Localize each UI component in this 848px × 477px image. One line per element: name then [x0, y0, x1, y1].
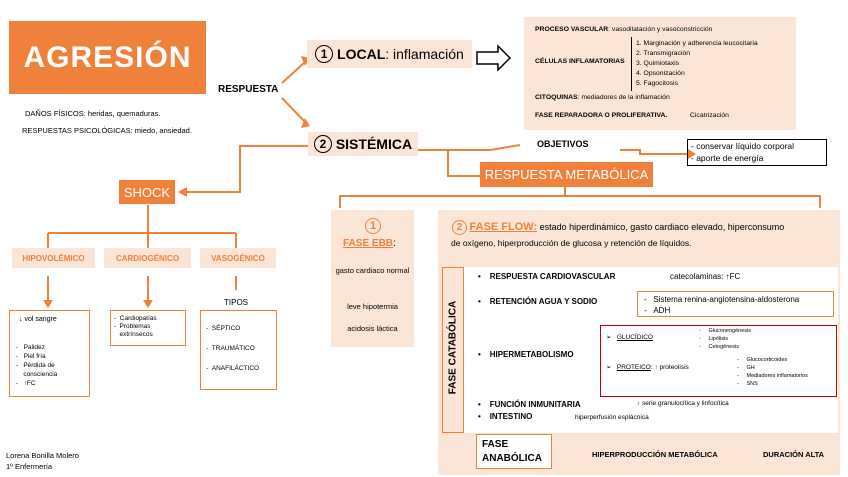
cat-intestino: • INTESTINO — [478, 412, 533, 421]
fase-catabolica-bar — [442, 267, 464, 433]
glucidico-list: - Gluconeogénesis - Lipólisis - Cetogéne… — [699, 327, 751, 351]
anabolica-r1: HIPERPRODUCCIÓN METABÓLICA — [592, 450, 718, 459]
proteico-item: - Mediadores inflamatorios — [737, 373, 808, 379]
cat-funcion-res: ↑ serie granulocítica y linfocítica — [637, 400, 729, 407]
vaso-box: - SÉPTICO - TRAUMÁTICO - ANAFILÁCTICO — [200, 310, 277, 390]
vaso-item: - SÉPTICO — [206, 325, 241, 332]
respuesta-label: RESPUESTA — [218, 84, 279, 95]
cat-hiper: • HIPERMETABOLISMO — [478, 350, 574, 359]
anabolica-title-1: FASE — [482, 439, 509, 450]
respuesta-metabolica-label: RESPUESTA METABÓLICA — [484, 167, 649, 182]
cat-retencion-res: - Sistema renina-angiotensina-aldosteron… — [637, 291, 834, 317]
cat-cardio: • RESPUESTA CARDIOVASCULAR — [478, 272, 616, 281]
ebb-title: FASE EBB: — [343, 238, 396, 249]
ebb-item: leve hipotermia — [347, 302, 398, 311]
hipo-box: ↓ vol sangre - Palidez - Piel fría - Pér… — [9, 310, 90, 397]
celulas-item: 4. Opsonización — [636, 70, 685, 77]
objetivo-item: - conservar líquido corporal — [691, 141, 794, 151]
celulas-item: 3. Quimiotaxis — [636, 60, 680, 67]
cat-cardio-res: catecolaminas: ↑FC — [670, 272, 741, 281]
anabolica-r2: DURACIÓN ALTA — [763, 450, 825, 459]
fase-ebb-box: 1 FASE EBB: gasto cardiaco normal leve h… — [331, 210, 414, 347]
title-box: AGRESIÓN — [9, 21, 206, 94]
sistemica-box: 2 SISTÉMICA — [308, 132, 418, 156]
celulas-label: CÉLULAS INFLAMATORIAS — [535, 58, 625, 65]
course: 1º Enfermería — [6, 462, 53, 471]
local-label: LOCAL — [337, 46, 386, 62]
retencion-item: - ADH — [644, 306, 671, 315]
proteico-item: - SNS — [737, 381, 758, 387]
proteico-item: - GH — [737, 365, 755, 371]
respuesta-metabolica-box: RESPUESTA METABÓLICA — [480, 162, 653, 187]
cardio-box: - Cardiopatías - Problemas extrínsecos — [110, 310, 186, 346]
celulas-list: 1. Marginación y adherencia leucocitaria… — [636, 39, 758, 89]
shock-type-vaso: VASOGÉNICO — [200, 248, 276, 268]
cat-funcion: • FUNCIÓN INMUNITARIA — [478, 400, 581, 409]
glucidico-row: ➢ GLUCÍDICO — [606, 334, 653, 341]
shock-label: SHOCK — [123, 184, 171, 200]
shock-type-cardio: CARDIOGÉNICO — [104, 248, 191, 268]
hipo-item: - Piel fría — [16, 353, 46, 360]
ebb-number: 1 — [365, 218, 381, 234]
flow-desc: de oxígeno, hiperproducción de glucosa y… — [451, 238, 692, 248]
fase-catabolica-label: FASE CATABÓLICA — [447, 300, 459, 395]
sistemica-number: 2 — [313, 135, 332, 153]
vaso-item: - TRAUMÁTICO — [206, 345, 255, 352]
shock-box: SHOCK — [119, 180, 175, 204]
flow-header: 2 FASE FLOW: estado hiperdinámico, gasto… — [452, 220, 784, 235]
celulas-item: 2. Transmigración — [636, 50, 691, 57]
proteico-row: ➢ PROTEICO: ↑ proteolisis — [606, 364, 689, 371]
citoquinas: CITOQUINAS: mediadores de la inflamación — [535, 94, 670, 101]
glucidico-item: - Lipólisis — [699, 336, 729, 342]
celulas-item: 5. Fagocitosis — [636, 80, 678, 87]
vaso-item: - ANAFILÁCTICO — [206, 365, 260, 372]
objetivo-item: - aporte de energía — [691, 153, 764, 163]
hipo-item: - ↑FC — [16, 380, 36, 387]
cardio-item: - Cardiopatías — [114, 315, 157, 322]
sistemica-label: SISTÉMICA — [335, 136, 413, 152]
celulas-item: 1. Marginación y adherencia leucocitaria — [636, 40, 758, 47]
fase-reparadora: FASE REPARADORA O PROLIFERATIVA. — [535, 112, 668, 119]
proceso-vascular: PROCESO VASCULAR: vasodilatación y vasoc… — [535, 26, 713, 33]
celulas-brace — [631, 37, 633, 91]
hipo-item: - Pérdida de consciencia — [16, 362, 58, 378]
hipo-title: ↓ vol sangre — [19, 316, 57, 323]
glucidico-item: - Gluconeogénesis — [699, 328, 751, 334]
ebb-item: gasto cardiaco normal — [335, 266, 410, 275]
local-number: 1 — [315, 45, 334, 63]
cardio-item: - Problemas extrínsecos — [114, 323, 153, 338]
hipo-item: - Palidez — [16, 344, 45, 351]
anabolica-title-2: ANABÓLICA — [482, 453, 542, 464]
objetivos-list: - conservar líquido corporal - aporte de… — [687, 139, 827, 166]
cat-intestino-res: hiperperfusión esplácnica — [575, 414, 649, 421]
author: Lorena Bonilla Molero — [6, 451, 79, 460]
retencion-item: - Sistema renina-angiotensina-aldosteron… — [644, 295, 800, 304]
page-title: AGRESIÓN — [23, 40, 192, 74]
glucidico-item: - Cetogénesis — [699, 344, 740, 350]
local-detail-box: PROCESO VASCULAR: vasodilatación y vasoc… — [524, 17, 796, 130]
hiper-box: ➢ GLUCÍDICO - Gluconeogénesis - Lipólisi… — [600, 325, 837, 397]
proteico-list: - Glucocorticoides - GH - Mediadores inf… — [737, 356, 808, 388]
tipos-label: TIPOS — [224, 298, 249, 307]
fase-anabolica-box: FASE ANABÓLICA — [476, 434, 552, 469]
cat-retencion: • RETENCIÓN AGUA Y SODIO — [478, 297, 598, 306]
hipo-list: - Palidez - Piel fría - Pérdida de consc… — [16, 343, 88, 388]
proteico-item: - Glucocorticoides — [737, 357, 788, 363]
local-box: 1 LOCAL: inflamación — [307, 40, 472, 68]
cicatrizacion: Cicatrización — [690, 112, 729, 119]
danos-text: DAÑOS FÍSICOS: heridas, quemaduras. — [25, 109, 161, 118]
local-label-rest: : inflamación — [385, 46, 464, 62]
ebb-item: acidosis láctica — [347, 324, 398, 333]
respuestas-psico-text: RESPUESTAS PSICOLÓGICAS: miedo, ansiedad… — [22, 126, 192, 135]
shock-type-hipo: HIPOVOLÉMICO — [12, 248, 95, 268]
objetivos-label: OBJETIVOS — [537, 139, 589, 149]
